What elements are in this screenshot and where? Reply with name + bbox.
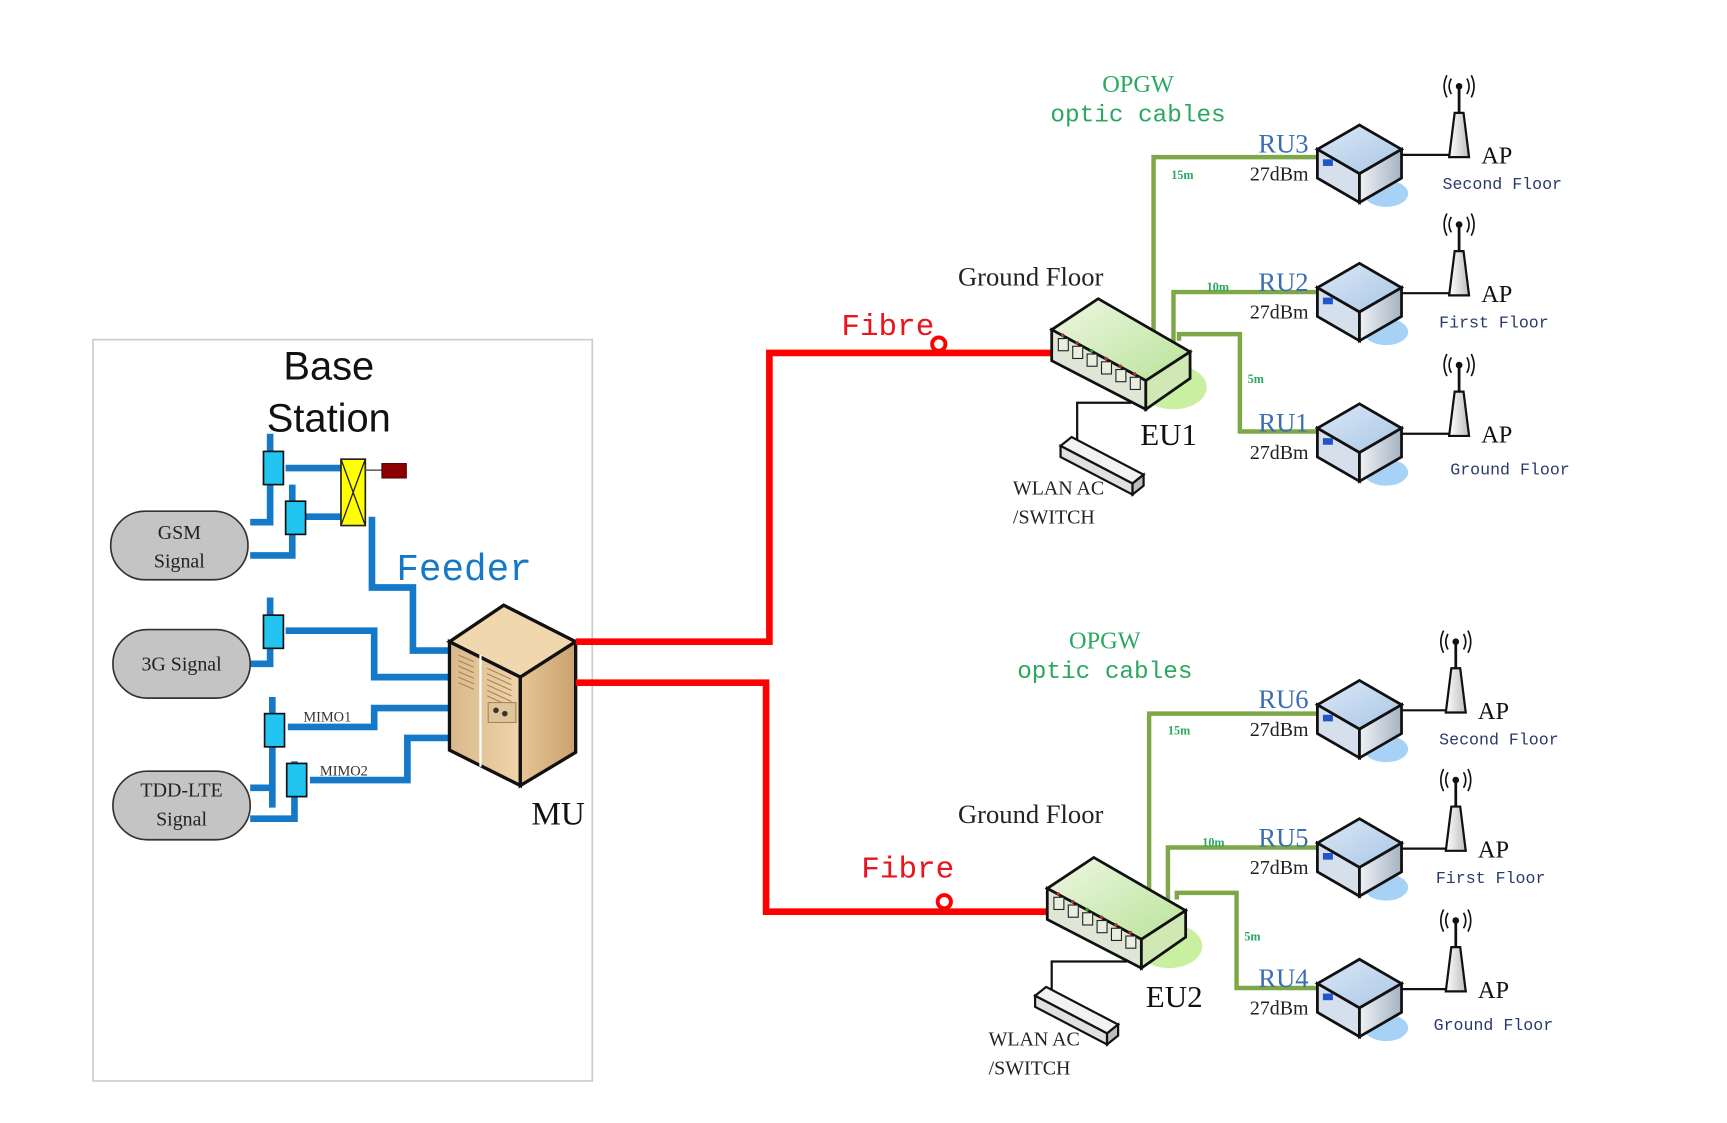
ap-floor-label: Second Floor (1442, 175, 1562, 194)
ru-power-label: 27dBm (1250, 442, 1309, 464)
cable-length-label: 15m (1168, 724, 1190, 738)
mu-cabinet-icon (446, 603, 580, 789)
remote-unit (1314, 678, 1409, 763)
combiner-icon (340, 458, 382, 527)
wlan-link (1050, 960, 1127, 992)
connector-icon (284, 500, 307, 536)
signal-source-gsm: GSM Signal (109, 510, 249, 581)
signal-label: 3G Signal (141, 653, 222, 675)
optic-cables-label: optic cables (1017, 659, 1192, 686)
load-terminator-icon (381, 463, 407, 479)
eu-floor-label: Ground Floor (958, 799, 1103, 829)
signal-label: Signal (156, 808, 207, 830)
wlan-ac-label: WLAN AC (1013, 478, 1104, 500)
connector-icon (262, 614, 285, 650)
ap-antenna-icon (1443, 353, 1475, 438)
base-station-title-line2: Station (267, 397, 391, 441)
remote-unit (1314, 261, 1409, 346)
optic-cables-label: optic cables (1050, 103, 1225, 130)
cable-length-label: 10m (1202, 835, 1224, 849)
signal-label: Signal (154, 551, 205, 573)
ap-label: AP (1478, 698, 1509, 725)
connector-icon (263, 712, 286, 748)
ap-floor-label: First Floor (1439, 313, 1549, 332)
remote-unit (1314, 817, 1409, 901)
duplexer-connectors (262, 450, 308, 798)
eu-label: EU2 (1146, 979, 1203, 1014)
ru-power-label: 27dBm (1250, 302, 1309, 324)
opgw-cable (1165, 845, 1318, 904)
cable-length-label: 5m (1244, 929, 1260, 943)
ru-name-label: RU3 (1258, 129, 1308, 159)
cable-length-label: 15m (1171, 168, 1193, 182)
opgw-cable (1174, 890, 1318, 991)
fibre-cables (575, 335, 1052, 915)
feeder-label: Feeder (396, 550, 531, 592)
ru-power-label: 27dBm (1250, 998, 1309, 1020)
base-station-title-line1: Base (283, 345, 374, 389)
eu-floor-label: Ground Floor (958, 261, 1103, 291)
cable-length-label: 5m (1248, 372, 1264, 386)
ru-name-label: RU2 (1258, 267, 1308, 297)
wlan-switch-label: /SWITCH (989, 1057, 1071, 1079)
wlan-link (1076, 401, 1132, 442)
branch-1: Ground Floor OPGW optic cables 15m 10m 5mEU1W… (958, 71, 1570, 528)
ap-antenna-icon (1439, 630, 1472, 714)
ap-floor-label: Second Floor (1439, 731, 1559, 750)
ap-antenna-icon (1443, 213, 1475, 297)
ru-name-label: RU1 (1258, 408, 1308, 438)
ru-power-label: 27dBm (1250, 857, 1309, 879)
signal-label: GSM (158, 522, 201, 544)
opgw-cable (1176, 331, 1318, 434)
fibre-label-2: Fibre (861, 852, 954, 887)
cable-length-label: 10m (1207, 280, 1229, 294)
ru-name-label: RU4 (1258, 963, 1308, 993)
opgw-label: OPGW (1069, 627, 1141, 654)
ru-name-label: RU6 (1258, 684, 1308, 714)
ap-antenna-icon (1439, 909, 1472, 993)
mimo1-label: MIMO1 (303, 709, 351, 725)
ap-label: AP (1478, 977, 1509, 1004)
ap-label: AP (1481, 422, 1512, 449)
eu-switch-icon (1049, 297, 1207, 413)
connector-icon (262, 450, 285, 486)
ap-label: AP (1481, 281, 1512, 308)
remote-unit (1314, 123, 1409, 207)
wlan-ac-switch-icon (1033, 985, 1121, 1047)
eu-switch-icon (1044, 855, 1203, 971)
signal-source-tdd-lte: TDD-LTE Signal (112, 770, 252, 841)
mimo2-label: MIMO2 (320, 764, 368, 780)
ap-antenna-icon (1439, 768, 1472, 852)
ap-label: AP (1481, 143, 1512, 170)
branch-2: Ground Floor OPGW optic cables 15m 10m 5mEU2W… (958, 627, 1559, 1079)
ap-floor-label: Ground Floor (1434, 1016, 1554, 1035)
fibre-label-1: Fibre (841, 310, 934, 345)
remote-unit (1314, 957, 1409, 1042)
remote-unit (1314, 402, 1409, 486)
ap-label: AP (1478, 836, 1509, 863)
signal-label: TDD-LTE (140, 780, 222, 802)
connector-icon (285, 762, 308, 798)
ru-power-label: 27dBm (1250, 163, 1309, 185)
opgw-cable (1146, 711, 1318, 902)
ru-power-label: 27dBm (1250, 719, 1309, 741)
wlan-switch-label: /SWITCH (1013, 506, 1095, 528)
ap-floor-label: First Floor (1436, 869, 1546, 888)
signal-source-3g: 3G Signal (112, 628, 252, 699)
ap-floor-label: Ground Floor (1450, 461, 1570, 480)
ru-name-label: RU5 (1258, 822, 1308, 852)
opgw-cable (1171, 289, 1318, 346)
opgw-cable (1151, 154, 1318, 343)
wlan-ac-switch-icon (1058, 435, 1146, 497)
mu-label: MU (531, 795, 585, 832)
eu-label: EU1 (1140, 417, 1197, 452)
ap-antenna-icon (1443, 74, 1475, 159)
opgw-label: OPGW (1102, 71, 1174, 98)
wlan-ac-label: WLAN AC (989, 1029, 1080, 1051)
